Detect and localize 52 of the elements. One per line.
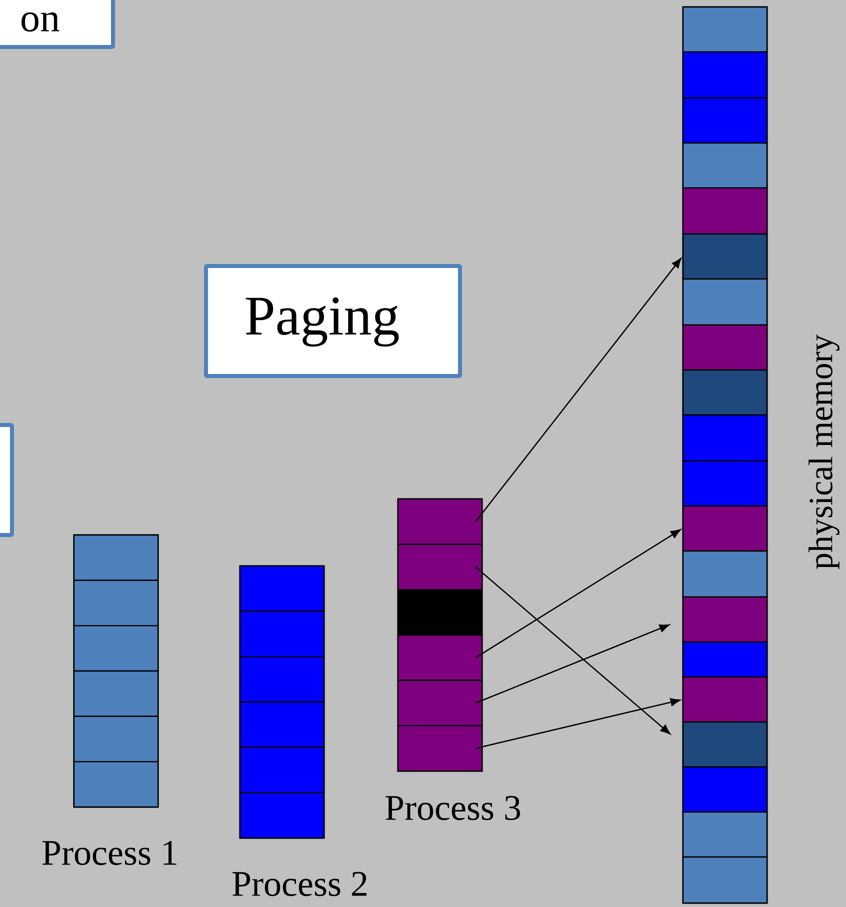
page-cell bbox=[682, 641, 768, 678]
arrow bbox=[475, 258, 682, 522]
page-cell bbox=[397, 680, 483, 726]
page-cell bbox=[397, 589, 483, 636]
text-box bbox=[0, 0, 115, 49]
page-cell bbox=[239, 746, 325, 794]
page-cell bbox=[682, 324, 768, 371]
page-cell bbox=[682, 460, 768, 507]
empty-box bbox=[0, 423, 14, 537]
page-cell bbox=[682, 6, 768, 53]
page-cell bbox=[682, 596, 768, 643]
page-cell bbox=[239, 701, 325, 748]
node-label: physical memory bbox=[808, 334, 840, 570]
page-cell bbox=[73, 580, 159, 626]
page-cell bbox=[682, 766, 768, 813]
arrow bbox=[475, 624, 670, 704]
node-label: Process 2 bbox=[232, 872, 366, 896]
page-cell bbox=[73, 670, 159, 717]
page-cell bbox=[73, 534, 159, 581]
page-cell bbox=[397, 544, 483, 590]
page-cell bbox=[682, 721, 768, 768]
page-cell bbox=[682, 233, 768, 280]
page-cell bbox=[682, 278, 768, 326]
page-cell bbox=[397, 498, 483, 545]
node-label: Paging bbox=[246, 297, 399, 347]
page-cell bbox=[682, 187, 768, 235]
page-cell bbox=[239, 792, 325, 839]
arrow bbox=[475, 566, 670, 734]
page-cell bbox=[682, 676, 768, 723]
page-cell bbox=[682, 505, 768, 552]
text-box bbox=[204, 264, 462, 378]
page-cell bbox=[73, 716, 159, 762]
page-cell bbox=[682, 856, 768, 904]
page-cell bbox=[239, 610, 325, 658]
page-cell bbox=[682, 550, 768, 598]
node-label: Process 1 bbox=[42, 840, 176, 866]
page-cell bbox=[73, 625, 159, 672]
page-cell bbox=[397, 725, 483, 772]
page-cell bbox=[73, 761, 159, 808]
page-cell bbox=[397, 634, 483, 681]
arrow bbox=[475, 698, 680, 749]
page-cell bbox=[239, 656, 325, 703]
page-cell bbox=[239, 565, 325, 612]
page-cell bbox=[682, 811, 768, 858]
page-cell bbox=[682, 51, 768, 99]
page-cell bbox=[682, 142, 768, 189]
page-cell bbox=[682, 97, 768, 144]
page-cell bbox=[682, 414, 768, 462]
node-label: on bbox=[22, 12, 60, 32]
arrow bbox=[475, 529, 681, 658]
page-cell bbox=[682, 369, 768, 416]
node-label: Process 3 bbox=[386, 796, 520, 820]
